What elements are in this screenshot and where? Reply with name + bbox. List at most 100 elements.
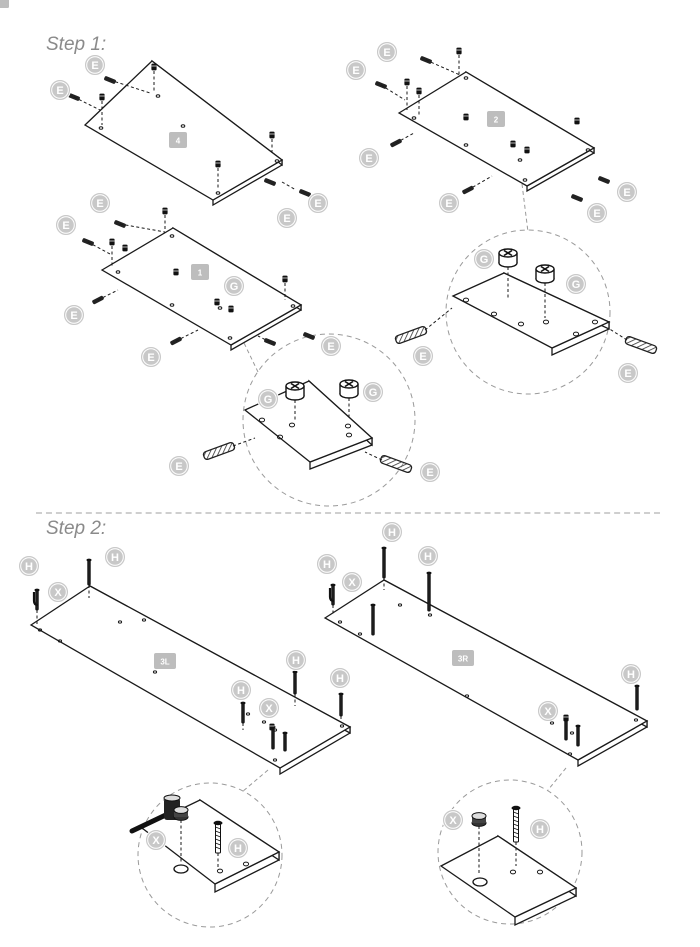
panel-2: 2 — [397, 70, 596, 193]
badge-letter: E — [445, 198, 452, 210]
panel-4-label-text: 4 — [176, 137, 181, 146]
panel-hole — [57, 639, 63, 643]
dowel-body — [624, 335, 658, 355]
screw-thread — [215, 826, 221, 830]
panel-1-label: 1 — [191, 264, 209, 280]
part-badge-h: H — [104, 546, 126, 568]
badge-ring — [588, 204, 606, 222]
badge-letter: X — [544, 706, 552, 718]
part-badge-g: G — [565, 273, 587, 295]
cam-hole — [173, 864, 189, 874]
badge-ring — [414, 347, 432, 365]
badge-circle — [358, 147, 380, 169]
screw-shaft — [635, 685, 639, 711]
cam-bolt-icon — [109, 238, 115, 246]
hook-icon — [32, 592, 39, 607]
cam-bolt-body — [416, 87, 422, 95]
badge-ring — [225, 277, 243, 295]
badge-letter: E — [327, 341, 334, 353]
cam-bolt-icon — [463, 113, 469, 121]
cam-bolt-body — [151, 63, 157, 71]
cam-lock-icon — [535, 264, 555, 284]
part-badge-e: E — [345, 59, 367, 81]
guide-line — [425, 59, 461, 76]
badge-letter: E — [56, 85, 63, 97]
screw-head — [330, 583, 336, 587]
part-badge-g: G — [223, 275, 245, 297]
dowel-body — [571, 194, 583, 202]
guide-line — [467, 175, 493, 191]
cam-lock-icon — [173, 806, 189, 821]
guide-line — [109, 79, 151, 94]
badge-letter: E — [62, 220, 69, 232]
part-badge-e: E — [63, 304, 85, 326]
guide-line — [257, 335, 271, 343]
panel-3r-label: 3R — [452, 650, 474, 666]
screw-head — [426, 571, 432, 575]
screw-icon — [370, 603, 376, 636]
screw-icon — [381, 546, 387, 579]
panel-hole — [274, 159, 280, 163]
badge-letter: E — [91, 60, 98, 72]
panel-4-label-bg — [169, 132, 187, 148]
screw-thread — [513, 827, 519, 831]
screw-icon — [634, 684, 640, 711]
cam-bolt-body — [122, 244, 128, 252]
dowel-icon — [303, 332, 315, 340]
badge-circle — [381, 521, 403, 543]
panel-hole — [427, 613, 433, 617]
panel-2-detail-top — [451, 272, 611, 349]
dowel-body — [379, 454, 413, 474]
badge-ring — [86, 56, 104, 74]
step-1-title: Step 1: — [46, 34, 107, 55]
step-divider — [36, 512, 660, 514]
panel-3r-detail-label — [0, 0, 9, 8]
guide-line — [73, 96, 101, 111]
part-badge-h: H — [620, 663, 642, 685]
panel-3r-detail — [0, 0, 578, 927]
cam-bolt-body — [99, 93, 105, 101]
panel-1-label-bg — [191, 264, 209, 280]
dowel-icon — [299, 189, 311, 197]
badge-circle — [276, 207, 298, 229]
screw-icon — [338, 692, 344, 717]
part-badge-e: E — [376, 41, 398, 63]
badge-circle — [616, 181, 638, 203]
screw-shaft — [283, 732, 287, 752]
badge-letter: G — [572, 279, 581, 291]
cam-bolt-body — [173, 268, 179, 276]
screw-thread — [215, 842, 221, 846]
panel-hole — [215, 191, 221, 195]
part-badge-e: E — [412, 345, 434, 367]
badge-circle — [537, 700, 559, 722]
badge-circle — [227, 837, 249, 859]
screw-thread — [513, 823, 519, 827]
badge-letter: E — [419, 351, 426, 363]
part-badge-g: G — [362, 381, 384, 403]
screw-head — [292, 670, 298, 674]
badge-ring — [444, 811, 462, 829]
screw-icon — [426, 571, 432, 612]
panel-3l: 3L — [29, 584, 352, 776]
badge-circle — [258, 697, 280, 719]
screw-icon — [292, 670, 298, 695]
part-badge-h: H — [316, 553, 338, 575]
part-badge-g: G — [473, 248, 495, 270]
cam-lock-wall — [286, 386, 304, 396]
badge-letter: G — [264, 394, 273, 406]
dowel-icon — [264, 178, 276, 186]
cam-lock-cross-b — [503, 249, 513, 257]
cam-bolt-body — [404, 78, 410, 86]
cam-cup-top — [173, 806, 189, 814]
badge-letter: H — [424, 551, 432, 563]
cam-lock-wall — [340, 384, 358, 394]
badge-letter: E — [365, 153, 372, 165]
part-badge-e: E — [168, 455, 190, 477]
panel-hole — [288, 422, 296, 428]
part-badge-e: E — [617, 362, 639, 384]
part-badge-h: H — [230, 679, 252, 701]
badge-circle — [140, 346, 162, 368]
cam-bolt-icon — [563, 714, 569, 722]
badge-circle — [620, 663, 642, 685]
screw-head — [634, 684, 640, 688]
